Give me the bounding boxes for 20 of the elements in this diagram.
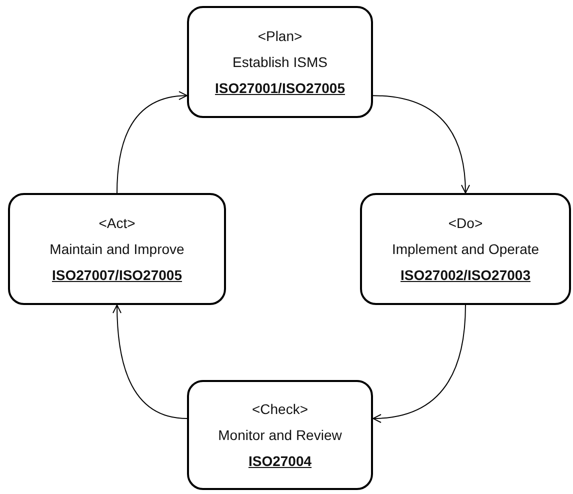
standard-reference: ISO27001/ISO27005: [215, 80, 345, 96]
curved-arrow: [372, 304, 466, 423]
process-box: [360, 193, 571, 305]
standard-reference: ISO27002/ISO27003: [400, 267, 530, 283]
step-title: Implement and Operate: [392, 241, 540, 257]
stage-label: <Do>: [448, 215, 483, 231]
process-box: [8, 193, 226, 305]
standard-reference: ISO27004: [248, 453, 312, 469]
step-title: Maintain and Improve: [50, 241, 184, 257]
curved-arrow: [116, 92, 188, 194]
stage-label: <Plan>: [258, 28, 302, 44]
process-box: [187, 6, 373, 118]
step-title: Monitor and Review: [218, 427, 342, 443]
process-box: [187, 380, 373, 490]
stage-label: <Check>: [252, 401, 308, 417]
curved-arrow: [112, 304, 188, 419]
standard-reference: ISO27007/ISO27005: [52, 267, 182, 283]
stage-label: <Act>: [98, 215, 136, 231]
step-title: Establish ISMS: [232, 54, 328, 70]
curved-arrow: [372, 95, 470, 194]
